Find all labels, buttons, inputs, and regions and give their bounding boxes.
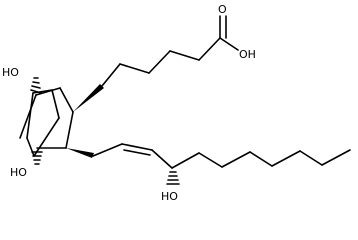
ring-main [35,87,74,149]
hashed-bond-bottom-left-oh [31,151,43,165]
bold-wedge-upper [73,84,104,112]
bond-c4-c5 [51,89,60,119]
chain-l3 [151,149,173,169]
cyclopentane-ring [26,89,60,157]
chain-u6 [219,37,239,51]
hash-4 [30,89,42,94]
chain-u4 [169,50,200,61]
chain-l2-double [123,149,151,156]
chain-l6 [221,151,251,168]
chain-l9 [299,150,323,166]
ring-hydroxyl-top-label: HO [2,66,19,79]
hashed-bond-side-chain-oh [166,171,180,185]
chain-u1 [101,63,121,87]
chain-l2 [121,143,153,151]
bond-c2-c3 [26,137,35,157]
chain-l5 [198,152,223,168]
molecule-structure-diagram: O OH HO HO HO [2,3,351,203]
carbonyl-oxygen-label: O [218,3,227,16]
ring-edge-3 [65,111,74,149]
chain-u5 [198,37,221,61]
chain-l10 [321,149,351,166]
bond-c3-c4 [33,117,60,157]
ring-edge-1 [35,87,61,96]
chain-l4 [171,152,200,169]
hashed-bond-top-left-oh [30,77,42,94]
bond-c1-c2 [26,92,34,139]
hash-2 [32,81,40,84]
bond-ring-a [19,94,37,139]
lower-alkyl-chain [92,143,351,169]
chain-l1 [92,143,123,157]
bold-wedge-lower [66,148,94,158]
chain-u3 [148,50,171,74]
ring-outline [19,94,37,139]
chain-l7 [249,151,273,167]
carbonyl-double-bond [219,15,227,39]
hash-3 [31,85,41,89]
chain-u2 [119,63,150,74]
ring-hydroxyl-bottom-label: HO [10,166,27,179]
upper-alkyl-chain [101,37,239,87]
ring-edge-2 [59,87,74,113]
chain-l8 [271,150,301,167]
carboxyl-oh-label: OH [239,48,256,61]
side-chain-hydroxyl-label: HO [161,190,178,203]
